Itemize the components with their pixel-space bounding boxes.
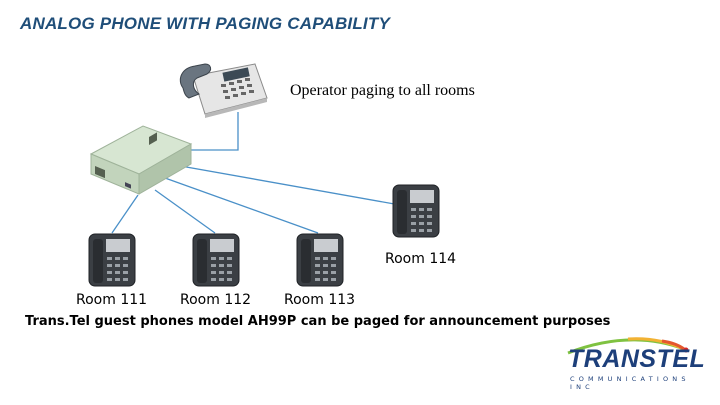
wire-operator — [180, 112, 239, 151]
wire-room-111 — [111, 194, 139, 234]
room-label-112: Room 112 — [180, 292, 252, 308]
guest-phone-icon — [296, 233, 344, 287]
pbx-box-icon — [89, 125, 193, 195]
logo-arc-icon — [567, 337, 689, 355]
caption: Trans.Tel guest phones model AH99P can b… — [25, 314, 611, 329]
guest-phone-icon — [192, 233, 240, 287]
logo-wordmark: TRANSTEL — [568, 345, 706, 373]
guest-phone-icon — [392, 184, 440, 238]
wire-room-113 — [164, 177, 319, 234]
wire-room-112 — [154, 189, 216, 234]
wire-room-114 — [174, 164, 401, 206]
room-label-114: Room 114 — [385, 251, 457, 267]
guest-phone-icon — [88, 233, 136, 287]
operator-label: Operator paging to all rooms — [290, 82, 475, 99]
logo-tagline: COMMUNICATIONS INC — [570, 375, 690, 391]
slide-title: ANALOG PHONE WITH PAGING CAPABILITY — [20, 14, 390, 33]
room-label-111: Room 111 — [76, 292, 148, 308]
transtel-logo: TRANSTEL COMMUNICATIONS INC — [558, 335, 706, 391]
room-label-113: Room 113 — [284, 292, 356, 308]
operator-phone-icon — [179, 63, 268, 118]
